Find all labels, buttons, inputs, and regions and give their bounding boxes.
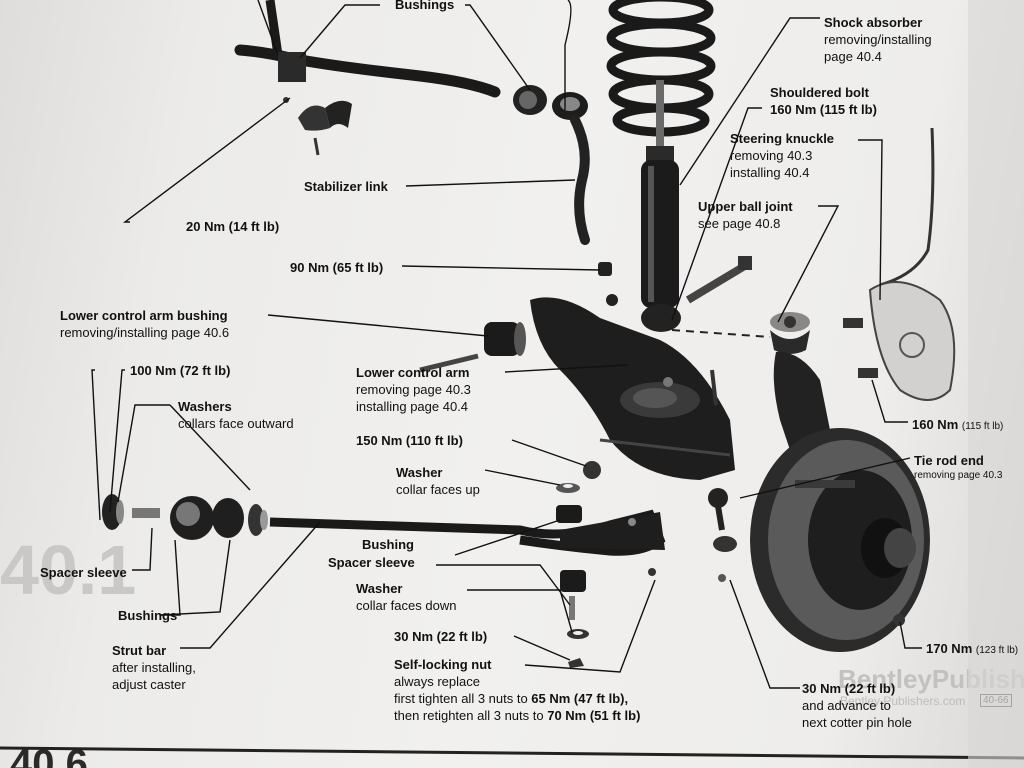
label-150nm: 150 Nm (110 ft lb) [356,433,463,448]
strut-title: Strut bar [112,643,167,658]
page-rule [0,746,1024,760]
tie-rod-title: Tie rod end [914,453,984,468]
label-160nm-right: 160 Nm (115 ft lb) [912,416,1003,433]
strut-bar [269,509,666,556]
shock-absorber [641,80,681,332]
lca-bush-title: Lower control arm bushing [60,308,228,323]
lower-control-arm [530,297,735,480]
stabilizer-bushings [513,85,588,120]
strut-sub2: adjust caster [112,677,186,692]
washers-sub: collars face outward [178,416,294,431]
t160-right: 160 Nm [912,417,959,432]
lca-bushing [484,322,526,356]
strut-left-hardware [102,494,268,540]
shock-title: Shock absorber [824,15,923,30]
label-self-locking-nut: Self-locking nut always replace first ti… [394,656,640,724]
nut-sub2-a: first tighten all 3 nuts to [394,691,532,706]
tie-rod-end [708,488,737,582]
label-bushing: Bushing [362,537,414,552]
shock-sub2: page 40.4 [824,49,882,64]
bleed-page-number: 40.1 [0,531,137,609]
label-bushings-top: Bushings [395,0,455,12]
shouldered-title: Shouldered bolt [770,85,869,100]
nut-sub2: first tighten all 3 nuts to 65 Nm (47 ft… [394,690,640,707]
label-spacer-sleeve-left: Spacer sleeve [40,565,127,580]
t30b-sub2: next cotter pin hole [802,715,912,730]
stabilizer-bar [234,0,501,156]
t30b-sub1: and advance to [802,698,891,713]
brake-disc-hub [750,428,930,652]
knuckle-title: Steering knuckle [730,131,835,146]
t170: 170 Nm [926,641,973,656]
label-100nm: 100 Nm (72 ft lb) [130,363,231,378]
washer-up-sub: collar faces up [396,482,480,497]
label-stabilizer-link: Stabilizer link [304,179,388,194]
lca-stud [710,369,718,406]
washers-title: Washers [178,399,232,414]
label-30nm-cotter: 30 Nm (22 ft lb) and advance to next cot… [802,680,912,731]
label-lower-control-arm: Lower control arm removing page 40.3 ins… [356,364,471,415]
shock-bolt [685,256,752,304]
nut-sub3-a: then retighten all 3 nuts to [394,708,548,723]
label-washer-down: Washer collar faces down [356,580,456,614]
leader-lines [91,0,922,689]
nut-sub1: always replace [394,674,480,689]
hub-nut [893,614,905,626]
label-spacer-sleeve: Spacer sleeve [328,555,415,570]
nut-sub3: then retighten all 3 nuts to 70 Nm (51 f… [394,707,640,724]
label-30nm: 30 Nm (22 ft lb) [394,629,488,644]
lca-sub2: installing page 40.4 [356,399,469,414]
washer-down-title: Washer [356,581,403,596]
lca-bush-sub: removing/installing page 40.6 [60,325,230,340]
dash-link [671,329,771,338]
nut-title: Self-locking nut [394,657,492,672]
bleed-publisher-url: Bentley Publishers.com [840,694,966,708]
label-washers: Washers collars face outward [178,398,294,432]
label-washer-up: Washer collar faces up [396,464,480,498]
lca-title: Lower control arm [356,365,470,380]
label-tie-rod-end: Tie rod end removing page 40.3 [914,452,1002,482]
lca-sub1: removing page 40.3 [356,382,471,397]
label-90nm: 90 Nm (65 ft lb) [290,260,384,275]
ball-sub: see page 40.8 [698,216,781,231]
label-shock-absorber: Shock absorber removing/installing page … [824,14,932,65]
stabilizer-link [570,115,590,245]
knuckle-sub1: removing 40.3 [730,148,813,163]
upper-ball-joint [770,312,810,354]
strut-sub1: after installing, [112,660,196,675]
label-lca-bushing: Lower control arm bushing removing/insta… [60,307,229,341]
label-shouldered-bolt: Shouldered bolt 160 Nm (115 ft lb) [770,84,877,118]
t170-small: (123 ft lb) [975,645,1019,656]
tie-rod-sub: removing page 40.3 [914,470,1003,481]
shock-sub1: removing/installing [824,32,932,47]
label-170nm: 170 Nm (123 ft lb) [926,640,1018,657]
t160-right-small: (115 ft lb) [961,421,1004,432]
shouldered-torque: 160 Nm (115 ft lb) [770,102,877,117]
ball-title: Upper ball joint [698,199,793,214]
nut-sub2-b: 65 Nm (47 ft lb), [531,691,629,706]
link-nuts [598,262,618,306]
label-steering-knuckle: Steering knuckle removing 40.3 installin… [730,130,834,181]
label-strut-bar: Strut bar after installing, adjust caste… [112,642,196,693]
washer-up-title: Washer [396,465,443,480]
t30b-title: 30 Nm (22 ft lb) [802,681,896,696]
strut-mount-stack [556,461,656,668]
washer-down-sub: collar faces down [356,598,457,613]
label-20nm: 20 Nm (14 ft lb) [186,219,280,234]
lca-bolt [419,353,479,373]
label-bushings-left: Bushings [118,608,178,623]
brake-caliper [843,127,956,401]
knuckle-sub2: installing 40.4 [730,165,810,180]
label-upper-ball-joint: Upper ball joint see page 40.8 [698,198,793,232]
nut-sub3-b: 70 Nm (51 ft lb) [547,708,641,723]
page-edge [968,0,1024,768]
bleed-footer-number: 40.6 [10,742,88,768]
